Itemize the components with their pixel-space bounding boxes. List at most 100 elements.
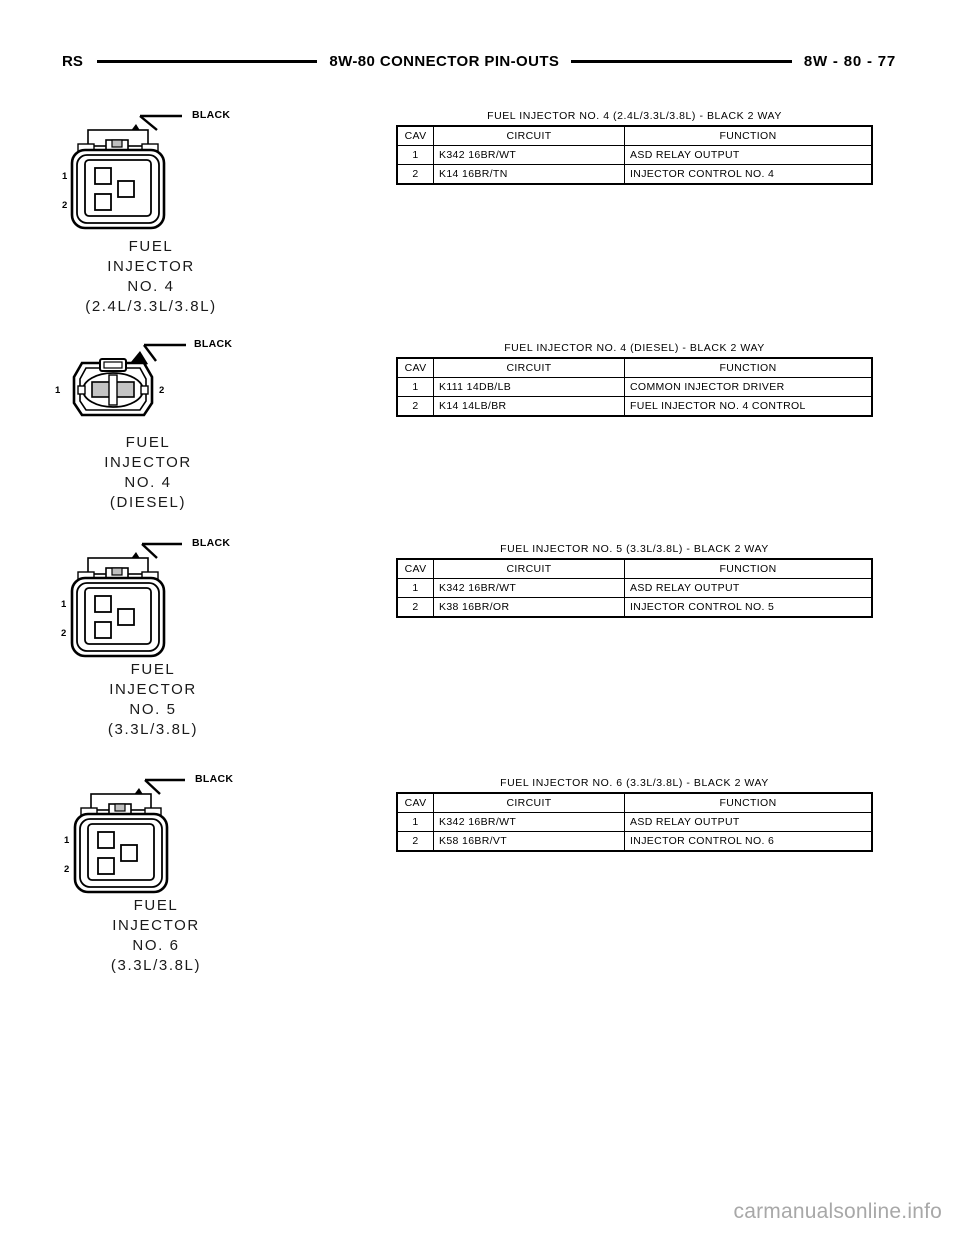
connector-svg-square [73, 778, 185, 894]
cell-function: FUEL INJECTOR NO. 4 CONTROL [624, 396, 873, 417]
caption-line-2: INJECTOR [104, 454, 192, 471]
pinout-table-block-3: FUEL INJECTOR NO. 5 (3.3L/3.8L) - BLACK … [396, 543, 873, 618]
caption-line-3: NO. 6 [132, 937, 180, 954]
connector-artwork: BLACK 1 2 [42, 532, 272, 660]
connector-svg-square [70, 542, 182, 658]
connector-diagram-fuel-injector-4-diesel: BLACK 1 2 FUEL INJECTOR NO. 4 (DIESEL) [34, 335, 264, 511]
table-header-row: CAV CIRCUIT FUNCTION [396, 357, 873, 378]
connector-caption: FUEL INJECTOR NO. 6 (3.3L/3.8L) [41, 896, 271, 976]
connector-artwork: BLACK 1 2 [40, 104, 270, 234]
connector-svg-diesel [72, 343, 186, 417]
connector-caption: FUEL INJECTOR NO. 4 (2.4L/3.3L/3.8L) [36, 237, 266, 317]
cell-cav: 1 [396, 578, 434, 598]
cell-circuit: K14 14LB/BR [433, 396, 625, 417]
caption-line-1: FUEL [133, 897, 179, 914]
table-row: 1 K342 16BR/WT ASD RELAY OUTPUT [396, 578, 873, 598]
pin-number-2: 2 [61, 628, 67, 639]
cell-cav: 2 [396, 164, 434, 185]
column-header-function: FUNCTION [624, 125, 873, 146]
cell-circuit: K58 16BR/VT [433, 831, 625, 852]
cell-function: INJECTOR CONTROL NO. 5 [624, 597, 873, 618]
cell-function: COMMON INJECTOR DRIVER [624, 377, 873, 397]
cell-circuit: K14 16BR/TN [433, 164, 625, 185]
connector-caption: FUEL INJECTOR NO. 4 (DIESEL) [33, 433, 263, 513]
cell-cav: 2 [396, 831, 434, 852]
pinout-table-block-2: FUEL INJECTOR NO. 4 (DIESEL) - BLACK 2 W… [396, 342, 873, 417]
page-number: 8W - 80 - 77 [803, 52, 896, 70]
column-header-function: FUNCTION [624, 792, 873, 813]
caption-line-3: NO. 4 [124, 474, 172, 491]
manual-code: RS [62, 52, 83, 70]
cell-cav: 2 [396, 597, 434, 618]
connector-artwork: BLACK 1 2 [42, 768, 272, 896]
connector-color-label: BLACK [194, 338, 233, 350]
cell-circuit: K342 16BR/WT [433, 812, 625, 832]
table-row: 1 K342 16BR/WT ASD RELAY OUTPUT [396, 145, 873, 165]
connector-caption: FUEL INJECTOR NO. 5 (3.3L/3.8L) [38, 660, 268, 740]
column-header-circuit: CIRCUIT [433, 357, 625, 378]
caption-line-2: INJECTOR [112, 917, 200, 934]
caption-line-4: (3.3L/3.8L) [110, 957, 202, 974]
cell-function: INJECTOR CONTROL NO. 4 [624, 164, 873, 185]
connector-color-label: BLACK [192, 109, 231, 121]
cell-circuit: K342 16BR/WT [433, 578, 625, 598]
caption-line-4: (3.3L/3.8L) [107, 721, 199, 738]
connector-svg-square [70, 114, 182, 230]
cell-function: ASD RELAY OUTPUT [624, 145, 873, 165]
table-row: 2 K58 16BR/VT INJECTOR CONTROL NO. 6 [396, 831, 873, 852]
cell-function: ASD RELAY OUTPUT [624, 578, 873, 598]
table-header-row: CAV CIRCUIT FUNCTION [396, 558, 873, 579]
pin-number-1: 1 [62, 171, 68, 182]
connector-artwork: BLACK 1 2 [34, 335, 264, 435]
caption-line-3: NO. 4 [127, 278, 175, 295]
pinout-table: CAV CIRCUIT FUNCTION 1 K342 16BR/WT ASD … [396, 792, 873, 852]
site-watermark: carmanualsonline.info [733, 1200, 942, 1223]
column-header-circuit: CIRCUIT [433, 125, 625, 146]
pinout-table: CAV CIRCUIT FUNCTION 1 K342 16BR/WT ASD … [396, 558, 873, 618]
table-header-row: CAV CIRCUIT FUNCTION [396, 125, 873, 146]
caption-line-2: INJECTOR [109, 681, 197, 698]
column-header-cav: CAV [396, 558, 434, 579]
pin-number-2: 2 [62, 200, 68, 211]
table-row: 2 K14 16BR/TN INJECTOR CONTROL NO. 4 [396, 164, 873, 185]
caption-line-2: INJECTOR [107, 258, 195, 275]
column-header-function: FUNCTION [624, 357, 873, 378]
cell-function: ASD RELAY OUTPUT [624, 812, 873, 832]
table-header-row: CAV CIRCUIT FUNCTION [396, 792, 873, 813]
cell-cav: 1 [396, 812, 434, 832]
pinout-table-block-4: FUEL INJECTOR NO. 6 (3.3L/3.8L) - BLACK … [396, 777, 873, 852]
table-title: FUEL INJECTOR NO. 4 (2.4L/3.3L/3.8L) - B… [487, 110, 782, 122]
table-row: 1 K111 14DB/LB COMMON INJECTOR DRIVER [396, 377, 873, 397]
header-rule-left [96, 59, 318, 63]
cell-cav: 1 [396, 377, 434, 397]
column-header-cav: CAV [396, 125, 434, 146]
pin-number-1: 1 [61, 599, 67, 610]
caption-line-3: NO. 5 [129, 701, 177, 718]
connector-color-label: BLACK [192, 537, 231, 549]
column-header-circuit: CIRCUIT [433, 558, 625, 579]
pinout-table: CAV CIRCUIT FUNCTION 1 K111 14DB/LB COMM… [396, 357, 873, 417]
cell-circuit: K111 14DB/LB [433, 377, 625, 397]
table-row: 2 K38 16BR/OR INJECTOR CONTROL NO. 5 [396, 597, 873, 618]
pin-number-1: 1 [55, 385, 61, 396]
column-header-cav: CAV [396, 792, 434, 813]
pinout-table: CAV CIRCUIT FUNCTION 1 K342 16BR/WT ASD … [396, 125, 873, 185]
connector-color-label: BLACK [195, 773, 234, 785]
header-rule-right [571, 59, 792, 63]
connector-diagram-fuel-injector-5: BLACK 1 2 FUEL INJECTOR NO. 5 (3.3L/3.8L… [42, 532, 272, 738]
column-header-cav: CAV [396, 357, 434, 378]
page-header: RS 8W-80 CONNECTOR PIN-OUTS 8W - 80 - 77 [0, 46, 960, 76]
table-title: FUEL INJECTOR NO. 4 (DIESEL) - BLACK 2 W… [504, 342, 765, 354]
table-row: 1 K342 16BR/WT ASD RELAY OUTPUT [396, 812, 873, 832]
cell-circuit: K342 16BR/WT [433, 145, 625, 165]
table-title: FUEL INJECTOR NO. 6 (3.3L/3.8L) - BLACK … [500, 777, 769, 789]
page-title: 8W-80 CONNECTOR PIN-OUTS [329, 52, 560, 70]
connector-diagram-fuel-injector-6: BLACK 1 2 FUEL INJECTOR NO. 6 (3.3L/3.8L… [42, 768, 272, 974]
cell-function: INJECTOR CONTROL NO. 6 [624, 831, 873, 852]
connector-diagram-fuel-injector-4-gas: BLACK 1 2 FUEL INJECTOR NO. 4 (2.4L/3.3L… [40, 104, 270, 315]
cell-cav: 1 [396, 145, 434, 165]
caption-line-1: FUEL [130, 661, 176, 678]
pin-number-2: 2 [159, 385, 165, 396]
caption-line-4: (DIESEL) [109, 494, 187, 511]
cell-cav: 2 [396, 396, 434, 417]
